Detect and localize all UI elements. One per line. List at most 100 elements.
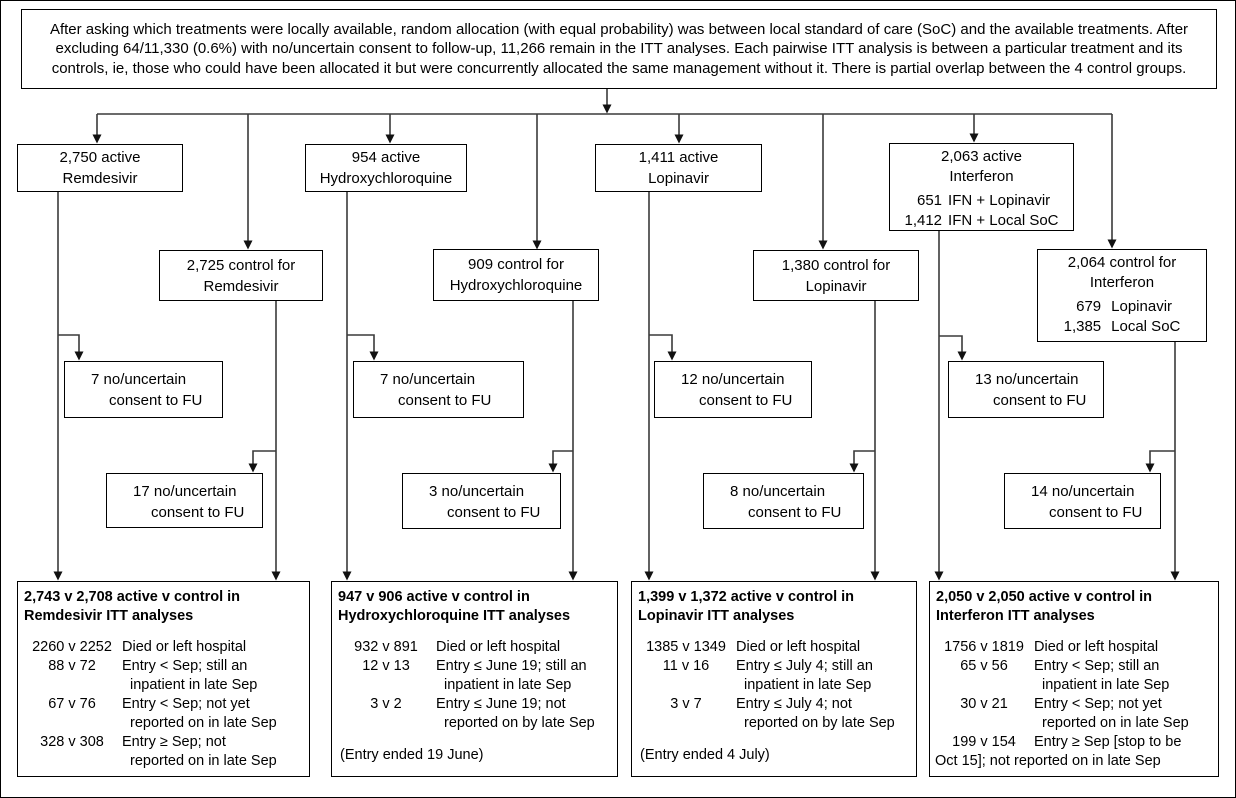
itt-row: 199 v 154 Entry ≥ Sep [stop to be	[934, 733, 1213, 752]
arrow-branch-consent-interferon-active	[939, 335, 967, 361]
itt-row: 1385 v 1349 Died or left hospital	[636, 638, 911, 657]
consent-count: 17 no/uncertain	[133, 483, 237, 500]
breakdown-num: 651	[917, 192, 943, 209]
consent-count: 3 no/uncertain	[429, 483, 525, 500]
control-box-lopinavir: 1,380 control for Lopinavir	[753, 250, 919, 301]
consent-count: 8 no/uncertain	[730, 483, 826, 500]
consent-label: consent to FU	[398, 392, 492, 409]
row-desc-wrap: inpatient in late Sep	[444, 677, 572, 693]
active-label: Lopinavir	[648, 170, 709, 187]
arrow-branch-consent-remdesivir-active	[58, 334, 84, 361]
row-desc: Entry ≤ July 4; still an	[736, 658, 873, 674]
itt-box-lopinavir: 1,399 v 1,372 active v control in Lopina…	[631, 581, 917, 777]
arrow-branch-consent-remdesivir-control	[248, 450, 276, 473]
breakdown-label: IFN + Local SoC	[948, 212, 1059, 229]
row-nums: 3 v 2	[370, 696, 402, 712]
itt-title-line2: Interferon ITT analyses	[936, 608, 1095, 624]
control-breakdown: 679 Lopinavir 1,385 Local SoC	[1038, 297, 1206, 337]
header-note-text: After asking which treatments were local…	[49, 20, 1189, 77]
active-label: Remdesivir	[62, 170, 138, 187]
consent-fu-box-hydroxychloroquine-control: 3 no/uncertain consent to FU	[402, 473, 561, 529]
itt-row: 2260 v 2252 Died or left hospital	[22, 638, 304, 657]
row-desc: Entry < Sep; still an	[1034, 658, 1160, 674]
row-desc-wrap: reported on by late Sep	[744, 715, 895, 731]
breakdown-label: Lopinavir	[1111, 298, 1173, 315]
consent-count: 13 no/uncertain	[975, 371, 1079, 388]
itt-rows: 1756 v 1819 Died or left hospital 65 v 5…	[934, 638, 1213, 771]
row-desc: Entry ≤ June 19; still an	[436, 658, 587, 674]
active-box-remdesivir: 2,750 active Remdesivir	[17, 144, 183, 192]
control-label: Remdesivir	[203, 277, 279, 295]
consent-count: 7 no/uncertain	[380, 371, 476, 388]
breakdown-num: 679	[1076, 298, 1102, 315]
consent-count: 7 no/uncertain	[91, 371, 187, 388]
active-box-hydroxychloroquine: 954 active Hydroxychloroquine	[305, 144, 467, 192]
active-breakdown: 651 IFN + Lopinavir 1,412 IFN + Local So…	[890, 191, 1073, 231]
consent-label: consent to FU	[151, 504, 245, 521]
row-desc: Entry ≤ June 19; not	[436, 696, 566, 712]
row-nums: 67 v 76	[48, 696, 96, 712]
itt-title-line2: Remdesivir ITT analyses	[24, 608, 194, 624]
consent-fu-box-hydroxychloroquine-active: 7 no/uncertain consent to FU	[353, 361, 524, 418]
control-count: 1,380 control for	[781, 256, 891, 274]
active-label: Hydroxychloroquine	[319, 170, 453, 187]
itt-box-remdesivir: 2,743 v 2,708 active v control in Remdes…	[17, 581, 310, 777]
row-nums: 1756 v 1819	[944, 639, 1024, 655]
itt-title-line1: 2,050 v 2,050 active v control in	[936, 589, 1153, 605]
row-desc: Entry ≥ Sep [stop to be	[1034, 734, 1182, 750]
itt-row: 1756 v 1819 Died or left hospital	[934, 638, 1213, 657]
row-nums: 88 v 72	[48, 658, 96, 674]
itt-rows: 1385 v 1349 Died or left hospital 11 v 1…	[636, 638, 911, 733]
consent-fu-box-interferon-control: 14 no/uncertain consent to FU	[1004, 473, 1161, 529]
row-nums: 932 v 891	[354, 639, 418, 655]
row-desc: Entry < Sep; still an	[122, 658, 248, 674]
control-label: Interferon	[1089, 274, 1155, 291]
row-nums: 1385 v 1349	[646, 639, 726, 655]
consent-label: consent to FU	[699, 392, 793, 409]
row-nums: 30 v 21	[960, 696, 1008, 712]
row-desc: Entry < Sep; not yet	[1034, 696, 1162, 712]
itt-title-line1: 1,399 v 1,372 active v control in	[638, 589, 855, 605]
header-note: After asking which treatments were local…	[21, 9, 1217, 89]
row-nums: 2260 v 2252	[32, 639, 112, 655]
row-desc-wrap: reported on in late Sep	[130, 753, 277, 769]
active-count: 2,063 active	[941, 148, 1022, 165]
row-desc-wrap: reported on by late Sep	[444, 715, 595, 731]
itt-box-hydroxychloroquine: 947 v 906 active v control in Hydroxychl…	[331, 581, 618, 777]
active-count: 2,750 active	[59, 149, 141, 166]
active-box-lopinavir: 1,411 active Lopinavir	[595, 144, 762, 192]
itt-rows: 2260 v 2252 Died or left hospital 88 v 7…	[22, 638, 304, 771]
arrow-branch-consent-hcq-control	[548, 450, 573, 473]
row-desc: Entry < Sep; not yet	[122, 696, 250, 712]
arrow-branch-consent-lopinavir-active	[649, 334, 677, 361]
row-desc-wrap: reported on in late Sep	[1042, 715, 1189, 731]
consent-label: consent to FU	[1049, 504, 1143, 521]
row-desc: Died or left hospital	[736, 639, 861, 655]
itt-title-line1: 947 v 906 active v control in	[338, 589, 530, 605]
consent-count: 14 no/uncertain	[1031, 483, 1135, 500]
arrow-branch-consent-interferon-control	[1145, 450, 1175, 473]
control-box-hydroxychloroquine: 909 control for Hydroxychloroquine	[433, 249, 599, 301]
control-label: Lopinavir	[805, 277, 867, 295]
row-nums: 328 v 308	[40, 734, 104, 750]
itt-row: 3 v 2 Entry ≤ June 19; not reported on by…	[336, 695, 612, 733]
itt-rows: 932 v 891 Died or left hospital 12 v 13 …	[336, 638, 612, 733]
row-nums: 199 v 154	[952, 734, 1016, 750]
row-desc: Entry ≤ July 4; not	[736, 696, 852, 712]
active-box-interferon: 2,063 active Interferon 651 IFN + Lopina…	[889, 143, 1074, 231]
row-nums: 11 v 16	[662, 658, 710, 674]
consent-fu-box-remdesivir-active: 7 no/uncertain consent to FU	[64, 361, 223, 418]
itt-title-line2: Hydroxychloroquine ITT analyses	[338, 608, 571, 624]
breakdown-label: Local SoC	[1111, 318, 1181, 335]
control-label: Hydroxychloroquine	[449, 277, 583, 294]
row-desc: Died or left hospital	[436, 639, 561, 655]
row-desc: Entry ≥ Sep; not	[122, 734, 226, 750]
control-count: 2,725 control for	[186, 256, 296, 274]
consent-fu-box-lopinavir-active: 12 no/uncertain consent to FU	[654, 361, 812, 418]
